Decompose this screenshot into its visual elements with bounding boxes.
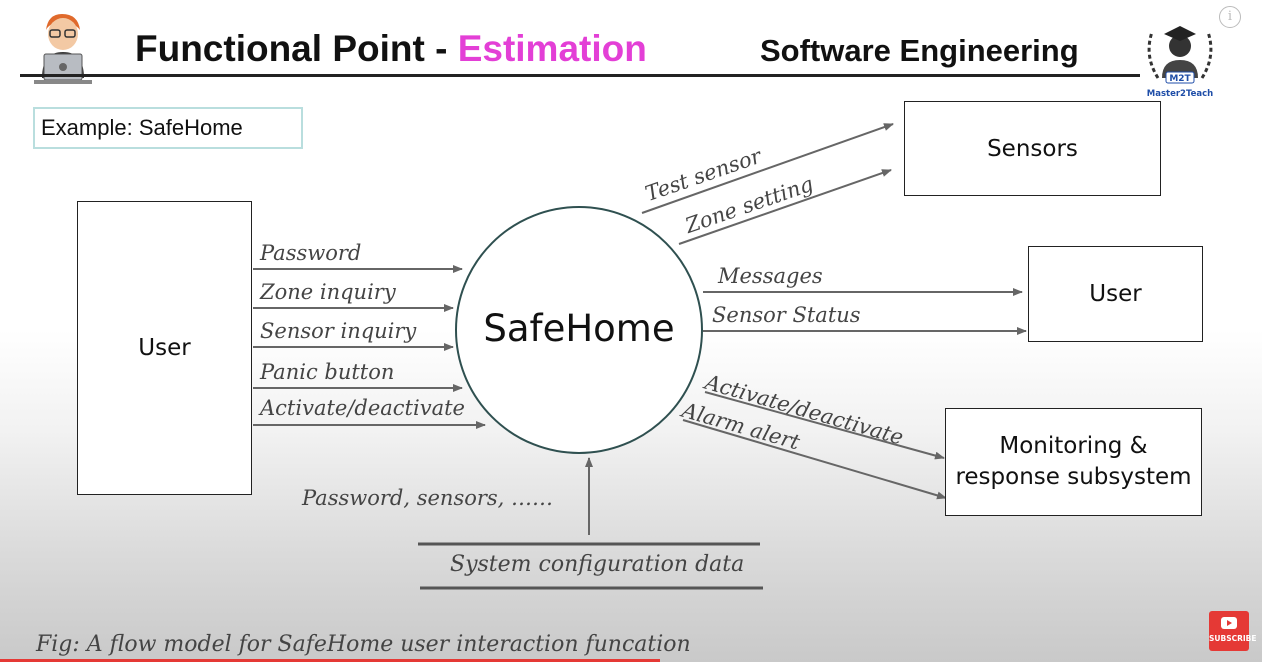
title-accent: Estimation bbox=[457, 28, 647, 69]
logo-badge: M2T bbox=[1169, 74, 1191, 84]
sensors-entity-label: Sensors bbox=[987, 135, 1078, 162]
safehome-process-label: SafeHome bbox=[483, 307, 675, 350]
monitoring-entity-label-line1: Monitoring & bbox=[999, 433, 1148, 459]
figure-caption: Fig: A flow model for SafeHome user inte… bbox=[36, 632, 691, 657]
master2teach-logo: M2T Master2Teach bbox=[1140, 12, 1220, 100]
flow-label-activate-deactivate-in: Activate/deactivate bbox=[260, 396, 465, 420]
user-entity-left: User bbox=[77, 201, 252, 495]
presenter-avatar bbox=[28, 8, 96, 94]
page-title: Functional Point - Estimation bbox=[135, 28, 647, 69]
user-entity-left-label: User bbox=[138, 335, 191, 361]
arrow-activate-deactivate-out bbox=[704, 391, 945, 460]
user-entity-right: User bbox=[1028, 246, 1203, 342]
config-note: Password, sensors, …… bbox=[302, 486, 554, 510]
course-subject: Software Engineering bbox=[760, 33, 1079, 68]
info-icon[interactable]: i bbox=[1219, 6, 1241, 28]
flow-label-zone-inquiry: Zone inquiry bbox=[260, 280, 396, 304]
arrow-test-sensor bbox=[641, 123, 894, 214]
arrow-zone-setting bbox=[678, 169, 892, 245]
flow-label-password: Password bbox=[260, 241, 362, 265]
logo-text: Master2Teach bbox=[1147, 89, 1213, 99]
safehome-process-circle bbox=[455, 206, 703, 454]
sensors-entity: Sensors bbox=[904, 101, 1161, 196]
flow-label-sensor-status: Sensor Status bbox=[712, 303, 861, 327]
datastore-label: System configuration data bbox=[450, 552, 745, 577]
flow-label-messages: Messages bbox=[718, 264, 823, 288]
example-label: Example: SafeHome bbox=[33, 107, 303, 149]
arrow-alarm-alert bbox=[682, 419, 947, 500]
video-progress-bar[interactable] bbox=[0, 659, 660, 662]
subscribe-button[interactable]: SUBSCRIBE bbox=[1209, 611, 1257, 651]
monitoring-entity-label-line2: response subsystem bbox=[955, 464, 1192, 490]
play-icon bbox=[1221, 617, 1237, 629]
user-entity-right-label: User bbox=[1089, 281, 1142, 307]
flow-label-panic-button: Panic button bbox=[260, 360, 395, 384]
header-divider bbox=[20, 74, 1140, 77]
flow-label-sensor-inquiry: Sensor inquiry bbox=[260, 319, 417, 343]
subscribe-label: SUBSCRIBE bbox=[1209, 634, 1257, 643]
monitoring-entity: Monitoring & response subsystem bbox=[945, 408, 1202, 516]
